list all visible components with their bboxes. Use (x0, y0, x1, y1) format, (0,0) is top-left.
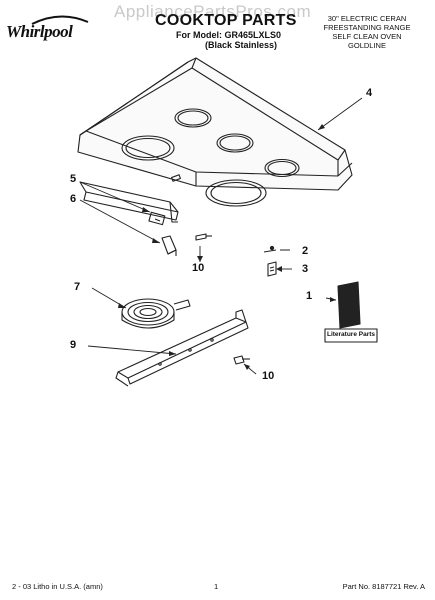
callout-7: 7 (74, 281, 81, 293)
brand-logo: Whirlpool (6, 22, 73, 41)
callout-9: 9 (70, 339, 77, 351)
spec-line: FREESTANDING RANGE (323, 23, 411, 32)
watermark: AppliancePartsPros.com (114, 2, 312, 21)
model-number: For Model: GR465LXLS0 (176, 30, 282, 40)
callout-2: 2 (302, 245, 309, 257)
callout-4: 4 (366, 87, 373, 99)
footer-litho: 2 - 03 Litho in U.S.A. (amn) (12, 582, 103, 591)
callout-3: 3 (302, 263, 309, 275)
logo-swoosh-icon (31, 15, 89, 25)
literature-booklet (324, 281, 378, 343)
indicator-clip (161, 235, 177, 256)
screw-10 (233, 355, 250, 365)
callout-10: 10 (262, 370, 275, 382)
callout-10: 10 (192, 262, 205, 274)
page-title: COOKTOP PARTS (155, 12, 297, 29)
callout-6: 6 (70, 193, 77, 205)
screw-3 (267, 261, 277, 277)
part-number: Part No. 8187721 Rev. A (342, 582, 425, 591)
literature-parts-label: Literature Parts (326, 331, 376, 338)
spec-line: GOLDLINE (348, 41, 386, 50)
page-number: 1 (214, 582, 219, 591)
cooktop-glass-top (77, 57, 353, 207)
small-washer (269, 245, 275, 251)
surface-element (121, 298, 191, 329)
callout-1: 1 (306, 290, 313, 302)
spec-line: SELF CLEAN OVEN (332, 32, 402, 41)
spec-line: 30" ELECTRIC CERAN (327, 14, 407, 23)
support-bar (115, 309, 249, 387)
control-bracket (79, 181, 179, 226)
screw-6 (195, 233, 212, 241)
model-variant: (Black Stainless) (205, 40, 278, 50)
callout-5: 5 (70, 173, 77, 185)
